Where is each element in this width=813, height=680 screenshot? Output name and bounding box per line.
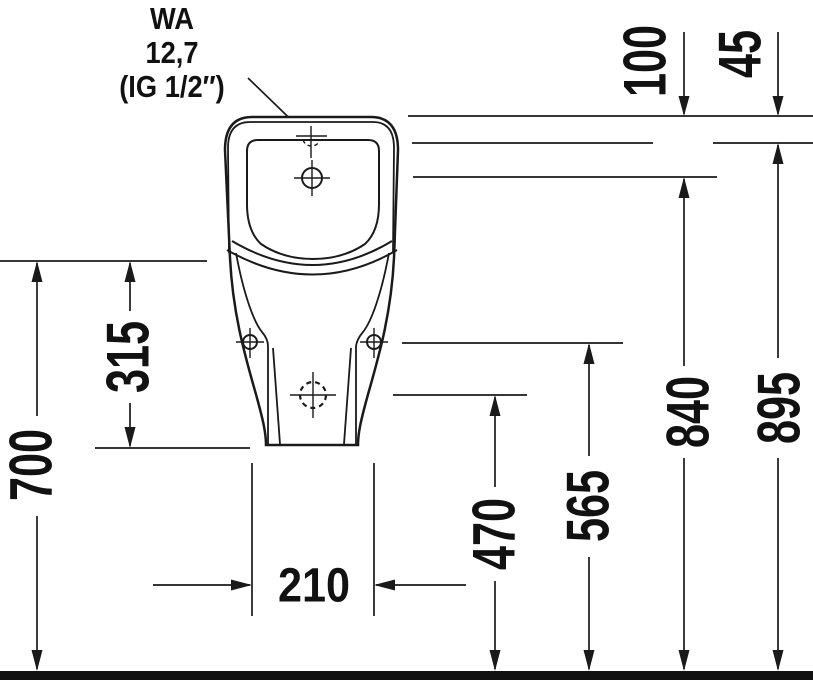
connection-callout: WA 12,7 (IG 1/2″) xyxy=(119,2,225,104)
dimension-label-840: 840 xyxy=(654,375,722,449)
dimension-label-700: 700 xyxy=(0,428,65,502)
dimension-470 xyxy=(489,395,501,671)
callout-diameter-label: 12,7 xyxy=(145,35,199,70)
water-inlet-hole-mark xyxy=(294,160,330,196)
dimension-label-895: 895 xyxy=(745,371,813,445)
mounting-hole-right-mark xyxy=(360,328,388,358)
dimension-210 xyxy=(153,579,466,591)
dimension-label-100: 100 xyxy=(611,24,679,98)
dimension-700 xyxy=(31,261,43,671)
top-inlet-mark xyxy=(296,126,327,158)
dimension-100 xyxy=(678,32,690,116)
basin-outline xyxy=(246,139,380,261)
dimension-label-315: 315 xyxy=(94,320,162,394)
extension-lines xyxy=(0,115,813,616)
floor-line xyxy=(0,671,813,680)
dimension-840 xyxy=(678,177,690,671)
urinal-inner-rim-line xyxy=(227,121,395,254)
drain-channel-lines xyxy=(235,252,390,445)
callout-thread-label: (IG 1/2″) xyxy=(119,69,225,104)
bowl-front-arc-upper xyxy=(231,240,393,266)
dimension-label-565: 565 xyxy=(554,469,622,543)
dimension-label-470: 470 xyxy=(460,497,528,571)
dimension-45 xyxy=(772,32,784,116)
dimension-label-210: 210 xyxy=(277,559,351,613)
callout-type-label: WA xyxy=(150,1,194,36)
outlet-hole-mark xyxy=(290,372,336,418)
urinal-outline xyxy=(223,115,400,447)
dimension-lines xyxy=(31,32,784,671)
dimension-565 xyxy=(583,343,595,671)
bowl-front-arc-lower xyxy=(226,249,398,276)
dimension-895 xyxy=(772,143,784,671)
dimension-315 xyxy=(124,261,136,448)
mounting-hole-left-mark xyxy=(236,328,264,358)
dimension-label-45: 45 xyxy=(706,29,774,79)
